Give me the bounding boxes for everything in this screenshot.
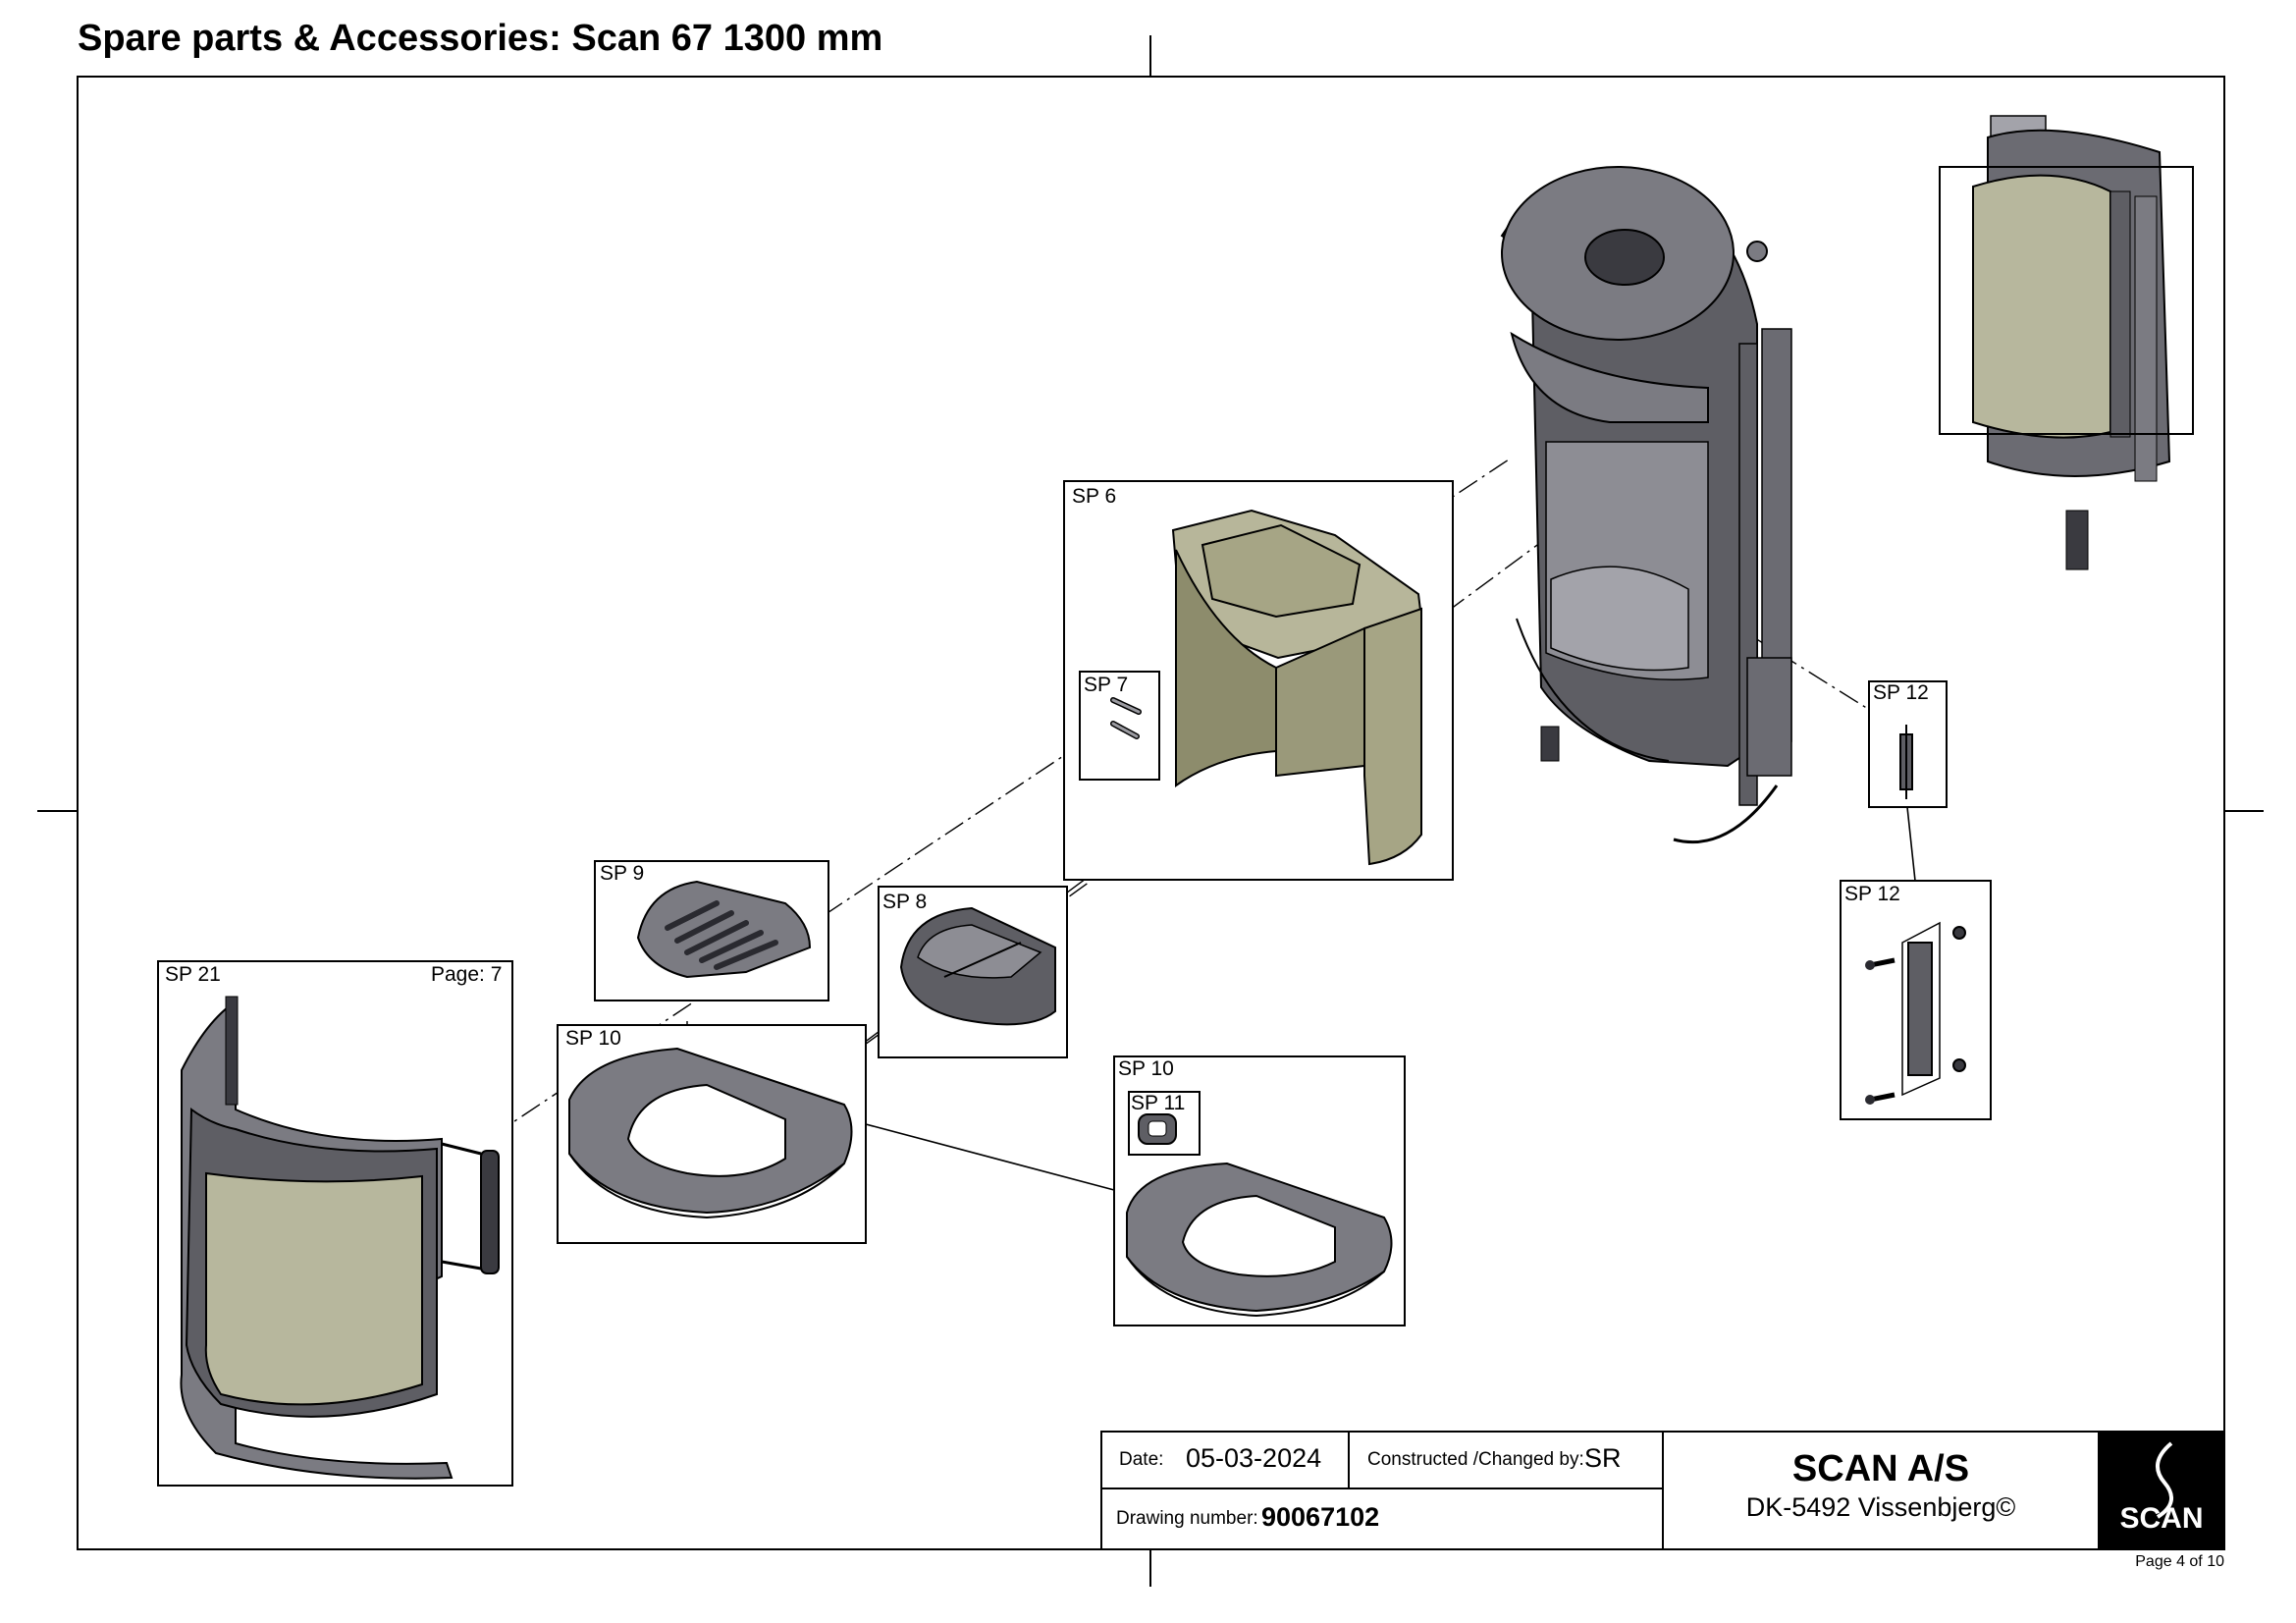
sp12-handle-small: [1899, 725, 1913, 799]
changed-by-label: Constructed /Changed by:: [1367, 1449, 1584, 1470]
sp11-gasket: [1138, 1113, 1177, 1145]
stove-body: [1500, 166, 1792, 844]
sp6-vermiculite-lining: [1171, 509, 1423, 866]
sp8-ash-pan: [899, 906, 1056, 1026]
sp10-bottom-plate-right: [1126, 1162, 1393, 1318]
page-number: Page 4 of 10: [2135, 1553, 2224, 1570]
date-value: 05-03-2024: [1186, 1443, 1322, 1473]
page-title: Spare parts & Accessories: Scan 67 1300 …: [78, 18, 883, 59]
leader-sp10: [865, 1123, 1115, 1191]
company-name: SCAN A/S: [1791, 1448, 1970, 1489]
callout-sp10-left: SP 10: [565, 1027, 621, 1050]
date-label: Date:: [1119, 1449, 1164, 1470]
title-block: [1100, 1431, 2225, 1550]
callout-sp7: SP 7: [1084, 674, 1129, 696]
thumbnail-frame: [1939, 166, 2194, 435]
changed-by-value: SR: [1584, 1443, 1622, 1473]
company-address: DK-5492 Vissenbjerg©: [1745, 1492, 2016, 1522]
sp12-handle-large: [1865, 921, 1966, 1105]
sp9-grate: [636, 880, 812, 979]
sp10-bottom-plate-left: [568, 1047, 853, 1219]
callout-sp11: SP 11: [1131, 1092, 1186, 1114]
callout-sp21-page: Page: 7: [431, 963, 503, 986]
callout-sp8: SP 8: [882, 891, 928, 913]
callout-sp9: SP 9: [600, 862, 645, 885]
callout-sp12-small: SP 12: [1873, 681, 1929, 704]
leader-sp12: [1906, 806, 1916, 882]
assembled-stove-thumbnail: [1972, 115, 2171, 570]
callout-sp12-large: SP 12: [1844, 883, 1900, 905]
sp21-door: [180, 996, 500, 1480]
scan-logo-text: SCAN: [2119, 1502, 2204, 1535]
drawing-number-value: 90067102: [1261, 1502, 1380, 1532]
callout-sp6: SP 6: [1072, 485, 1117, 508]
callout-sp21: SP 21: [165, 963, 221, 986]
drawing-number-label: Drawing number:: [1116, 1508, 1258, 1529]
scan-logo-mark: [2156, 1441, 2173, 1519]
callout-sp10-right: SP 10: [1118, 1057, 1174, 1080]
